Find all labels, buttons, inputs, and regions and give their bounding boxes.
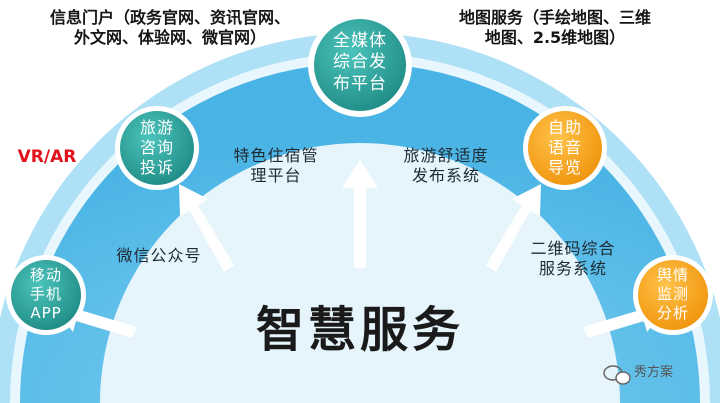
center-title: 智慧服务 [255,302,464,358]
vr-ar-label: VR/AR [17,147,77,167]
node-self-guide [523,106,607,190]
wechat-icon [603,365,631,385]
band-wechat: 微信公众号 [116,246,202,265]
inner-core [100,143,620,403]
node-consult-label: 旅游咨询投诉 [139,118,174,177]
band-accommodation: 特色住宿管理平台 [233,146,319,185]
arrow-center [342,160,378,268]
node-center [308,13,412,117]
band-comfort: 旅游舒适度发布系统 [403,146,489,185]
node-public-opinion [633,255,713,335]
node-tourism-consult [115,106,199,190]
node-mobile-app [6,255,86,335]
band-qrcode: 二维码综合服务系统 [530,239,616,278]
node-opinion-label: 舆情监测分析 [656,266,689,322]
watermark-text: 秀方案 [634,365,674,380]
arrow-guide [486,184,541,272]
top-left-caption: 信息门户（政务官网、资讯官网、 外文网、体验网、微官网） [49,8,290,47]
top-right-caption: 地图服务（手绘地图、三维 地图、2.5维地图） [458,8,651,47]
node-center-label: 全媒体综合发布平台 [333,31,387,94]
node-guide-label: 自助语音导览 [547,118,582,177]
arrows [53,160,667,338]
arrow-consult [179,184,234,272]
